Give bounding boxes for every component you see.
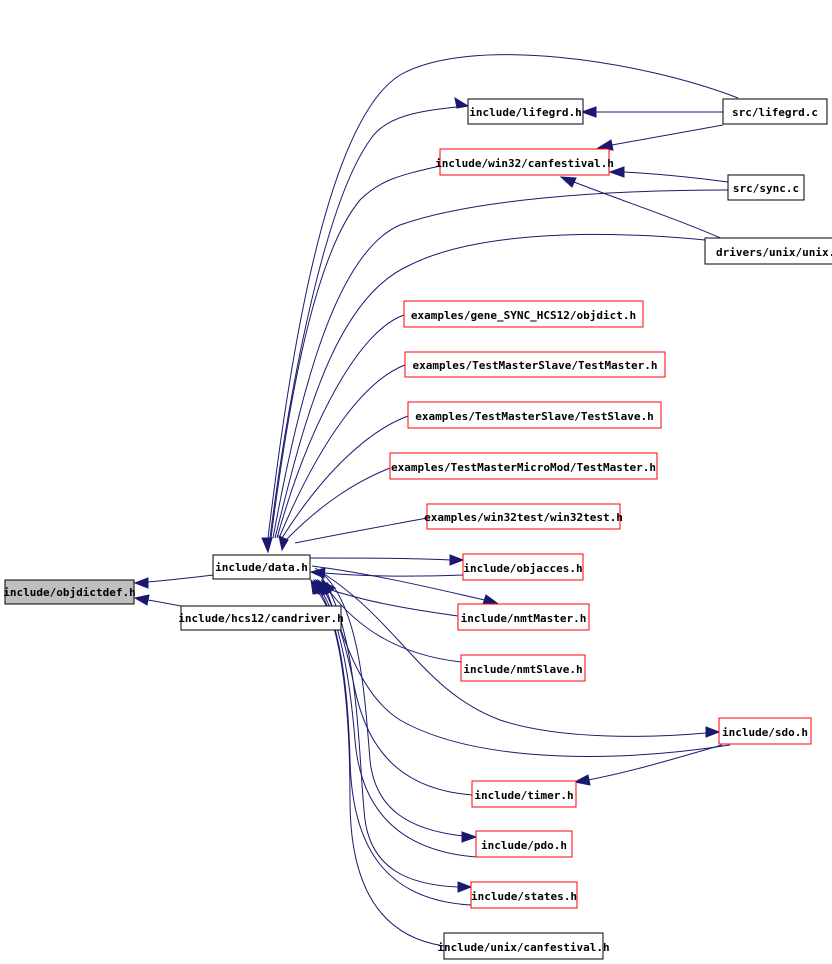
edge-arrowhead <box>133 577 149 589</box>
node-label: include/states.h <box>471 890 577 903</box>
node-label: examples/gene_SYNC_HCS12/objdict.h <box>411 309 636 322</box>
edge-tmmm-master-to-data <box>285 467 391 541</box>
edge-timer-to-data <box>324 591 473 796</box>
node-objacces[interactable]: include/objacces.h <box>462 553 584 581</box>
edge-arrowhead <box>608 166 625 178</box>
edge-tms-slave-to-data <box>281 415 409 539</box>
node-label: include/data.h <box>215 561 308 574</box>
node-label: include/nmtSlave.h <box>463 663 582 676</box>
node-label: include/objdictdef.h <box>3 586 135 599</box>
node-lifegrd-c[interactable]: src/lifegrd.c <box>722 98 828 125</box>
edge-objacces-to-data <box>323 572 464 577</box>
edge-win32test-to-data <box>294 517 428 544</box>
edge-arrowhead <box>261 537 273 554</box>
edge-arrowhead <box>580 106 597 118</box>
node-candriver[interactable]: include/hcs12/candriver.h <box>178 605 344 631</box>
node-label: examples/TestMasterMicroMod/TestMaster.h <box>391 461 656 474</box>
edge-lifegrd-c-to-data <box>267 54 739 539</box>
node-label: src/lifegrd.c <box>732 106 818 119</box>
edge-data-to-sdo <box>314 567 707 737</box>
edge-sync-c-to-data <box>272 189 729 539</box>
node-label: src/sync.c <box>733 182 799 195</box>
node-nmtSlave[interactable]: include/nmtSlave.h <box>460 654 586 682</box>
edge-data-to-pdo <box>317 569 464 837</box>
node-label: include/pdo.h <box>481 839 567 852</box>
edge-canfestival-win32-to-data <box>270 165 441 539</box>
edge-arrowhead <box>457 881 473 893</box>
edge-tms-master-to-data <box>278 364 406 539</box>
edge-arrowhead <box>449 554 465 566</box>
node-sdo[interactable]: include/sdo.h <box>718 717 812 745</box>
node-tms-slave[interactable]: examples/TestMasterSlave/TestSlave.h <box>407 401 662 429</box>
node-label: examples/win32test/win32test.h <box>424 511 623 524</box>
edge-sdo-to-timer <box>587 744 723 781</box>
node-tmmm-master[interactable]: examples/TestMasterMicroMod/TestMaster.h <box>389 452 658 480</box>
edge-data-to-nmtMaster <box>311 565 486 601</box>
node-objdictdef[interactable]: include/objdictdef.h <box>3 579 136 605</box>
edge-gene-sync-to-data <box>276 314 405 539</box>
node-label: include/win32/canfestival.h <box>435 157 614 170</box>
node-canfestival-unix[interactable]: include/unix/canfestival.h <box>437 932 610 960</box>
edge-nmtSlave-to-data <box>329 591 462 663</box>
node-tms-master[interactable]: examples/TestMasterSlave/TestMaster.h <box>404 351 666 378</box>
edge-arrowhead <box>454 96 470 109</box>
node-unix-c[interactable]: drivers/unix/unix.c <box>704 237 832 265</box>
edge-arrowhead <box>461 831 478 843</box>
node-label: examples/TestMasterSlave/TestSlave.h <box>415 410 653 423</box>
edge-arrowhead <box>573 774 591 786</box>
node-win32test[interactable]: examples/win32test/win32test.h <box>424 503 623 530</box>
node-timer[interactable]: include/timer.h <box>471 780 577 808</box>
node-label: include/hcs12/candriver.h <box>178 612 344 625</box>
edge-unix-c-to-data <box>274 233 706 539</box>
node-label: include/nmtMaster.h <box>461 612 587 625</box>
node-states[interactable]: include/states.h <box>470 881 578 909</box>
node-label: include/timer.h <box>474 789 573 802</box>
node-label: examples/TestMasterSlave/TestMaster.h <box>412 359 657 372</box>
edge-unix-c-to-canfestival-win32 <box>573 181 726 241</box>
edge-data-to-states <box>315 569 459 888</box>
edge-arrowhead <box>133 594 150 606</box>
edge-arrowhead <box>278 535 289 552</box>
node-gene-sync[interactable]: examples/gene_SYNC_HCS12/objdict.h <box>403 300 644 328</box>
edge-lifegrd-c-to-canfestival-win32 <box>611 124 724 146</box>
node-label: include/sdo.h <box>722 726 808 739</box>
edge-data-to-objacces <box>309 557 451 561</box>
node-canfestival-win32[interactable]: include/win32/canfestival.h <box>435 148 614 176</box>
node-label: include/unix/canfestival.h <box>437 941 609 954</box>
edge-arrowhead <box>559 176 577 188</box>
edge-data-to-objdictdef <box>147 574 214 583</box>
node-label: drivers/unix/unix.c <box>716 246 832 259</box>
node-lifegrd-h[interactable]: include/lifegrd.h <box>467 98 584 125</box>
edge-candriver-to-objdictdef <box>147 599 182 607</box>
edge-arrowhead <box>310 578 323 595</box>
graph-edges <box>133 54 739 947</box>
node-pdo[interactable]: include/pdo.h <box>475 830 573 858</box>
node-nmtMaster[interactable]: include/nmtMaster.h <box>457 603 590 631</box>
edge-arrowhead <box>705 726 721 738</box>
node-data[interactable]: include/data.h <box>212 554 311 580</box>
edge-sync-c-to-canfestival-win32 <box>623 171 729 183</box>
node-label: include/objacces.h <box>463 562 582 575</box>
edge-pdo-to-data <box>321 591 477 858</box>
node-sync-c[interactable]: src/sync.c <box>727 174 805 201</box>
node-label: include/lifegrd.h <box>469 106 582 119</box>
edge-canfestival-unix-to-data <box>317 591 445 947</box>
edge-arrowhead <box>482 594 499 605</box>
edge-nmtMaster-to-data <box>324 587 459 617</box>
graph-nodes: include/objdictdef.h include/data.h incl… <box>3 98 832 960</box>
edge-lifegrd-h-to-data <box>269 105 469 539</box>
